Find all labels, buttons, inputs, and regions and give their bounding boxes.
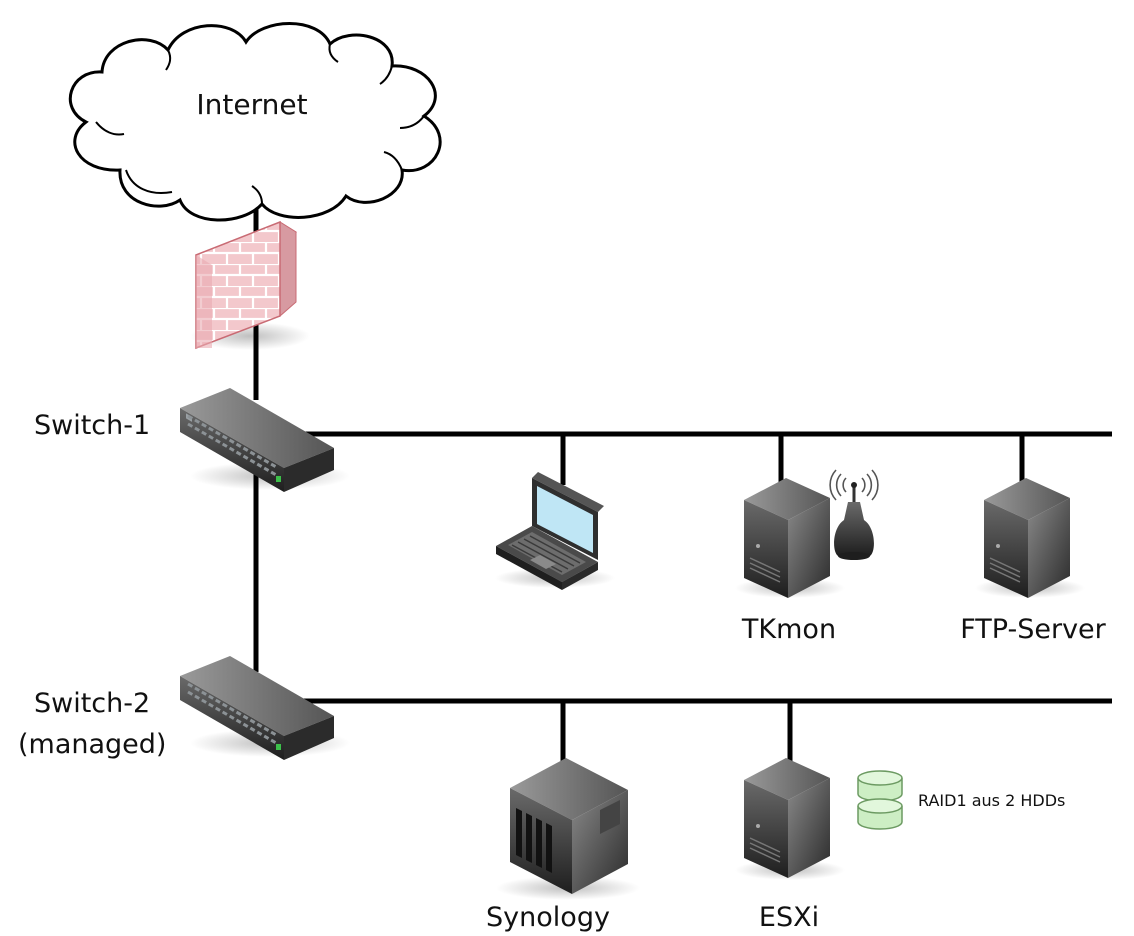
tkmon-server-icon xyxy=(735,478,845,598)
switch-2-label: Switch-2 xyxy=(34,688,150,719)
switch-1-icon xyxy=(180,388,350,492)
internet-cloud-icon xyxy=(68,22,442,222)
wireless-antenna-icon xyxy=(829,469,879,560)
ftp-server-label: FTP-Server xyxy=(960,614,1106,645)
synology-label: Synology xyxy=(486,902,610,933)
switch-1-label: Switch-1 xyxy=(34,410,150,441)
connection-lines xyxy=(253,205,1112,765)
switch-2-icon xyxy=(180,656,350,760)
raid-label: RAID1 aus 2 HDDs xyxy=(918,791,1065,810)
switch-2-sublabel: (managed) xyxy=(18,729,166,760)
raid-disks-icon xyxy=(857,770,903,830)
synology-nas-icon xyxy=(496,758,640,900)
internet-label: Internet xyxy=(196,88,307,121)
esxi-label: ESXi xyxy=(759,902,819,933)
laptop-icon xyxy=(495,472,615,590)
tkmon-label: TKmon xyxy=(741,614,836,645)
esxi-server-icon xyxy=(735,758,845,880)
firewall-icon xyxy=(190,220,310,350)
ftp-server-icon xyxy=(975,478,1085,598)
